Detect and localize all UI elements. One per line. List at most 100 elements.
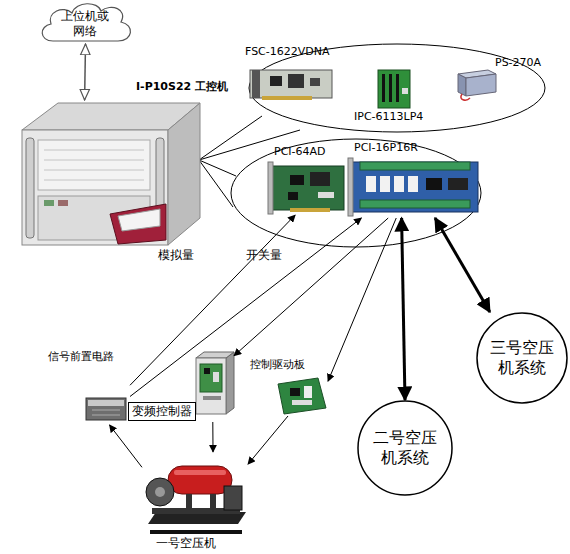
- digital-io-card: [380, 176, 390, 192]
- circle-outline: [358, 401, 452, 495]
- air-compressor: [155, 487, 165, 497]
- node-label: PCI-64AD: [274, 145, 326, 159]
- signal-label: 模拟量: [158, 248, 194, 262]
- power-supply: [461, 94, 470, 100]
- analog-input-card: [288, 192, 298, 200]
- node-label: 控制驱动板: [250, 358, 305, 372]
- driver-board: [278, 378, 326, 414]
- industrial-pc: [22, 103, 200, 245]
- callout-leader: [199, 116, 262, 160]
- digital-io-card: [366, 176, 376, 192]
- cpu-card: [262, 96, 312, 100]
- connector-group: [85, 44, 490, 467]
- component-node: 变频控制器: [128, 350, 234, 422]
- digital-io-card: [352, 162, 478, 212]
- node-label: PS-270A: [495, 56, 541, 70]
- backplane-board: [378, 70, 410, 108]
- signal-conditioning-module: [86, 398, 126, 420]
- industrial-pc: [44, 170, 144, 171]
- industrial-pc: [44, 150, 144, 151]
- circle-node: 二号空压 机系统: [357, 400, 453, 496]
- connector-arrow: [130, 215, 295, 385]
- air-compressor: [210, 494, 216, 508]
- digital-io-card: [360, 162, 470, 170]
- cpu-card: [310, 78, 320, 86]
- power-supply: [458, 70, 496, 100]
- signal-conditioning-module: [92, 410, 120, 411]
- node-label: 三号空压 机系统: [486, 338, 558, 378]
- node-label: 变频控制器: [128, 402, 196, 421]
- node-label: 二号空压 机系统: [369, 428, 441, 468]
- digital-io-card: [448, 178, 468, 190]
- callout-ellipse: [231, 139, 481, 247]
- cpu-card: [252, 70, 260, 98]
- node-label: FSC-1622VDNA: [245, 45, 330, 59]
- component-node: PCI-64AD: [268, 145, 348, 215]
- analog-input-card: [290, 208, 330, 212]
- cloud-node: 上位机或 网络: [38, 2, 133, 44]
- digital-io-card: [426, 178, 442, 190]
- circle-node: 三号空压 机系统: [476, 312, 568, 404]
- digital-io-card: [348, 158, 478, 216]
- air-compressor: [146, 478, 174, 506]
- callout-leader: [199, 160, 233, 207]
- driver-board: [278, 378, 326, 414]
- cpu-card: [270, 76, 282, 86]
- connector-arrow: [110, 425, 143, 467]
- circle-outline: [477, 313, 567, 403]
- driver-board: [304, 386, 312, 398]
- node-label: 上位机或 网络: [55, 9, 115, 39]
- connector-arrow: [234, 218, 388, 356]
- digital-io-card: [394, 176, 404, 192]
- component-node: IPC-6113LP4: [352, 66, 447, 126]
- industrial-pc: [38, 140, 150, 190]
- inverter-cabinet: [203, 396, 221, 400]
- digital-io-card: [360, 200, 470, 208]
- signal-label: 开关量: [246, 248, 282, 262]
- air-compressor: [224, 486, 242, 510]
- analog-input-card: [272, 166, 344, 210]
- component-node: I-P10S22 工控机: [18, 100, 203, 248]
- backplane-board: [402, 88, 408, 94]
- component-node: PCI-16P16R: [348, 141, 482, 218]
- air-compressor: [150, 530, 242, 534]
- inverter-cabinet: [196, 358, 226, 414]
- industrial-pc: [110, 204, 166, 244]
- cpu-card: [250, 70, 332, 100]
- power-supply: [466, 74, 496, 96]
- inverter-cabinet: [213, 372, 219, 382]
- analog-input-card: [318, 192, 334, 198]
- component-node: 控制驱动板: [248, 358, 328, 416]
- component-node: 信号前置电路: [48, 350, 130, 425]
- connector-arrow: [402, 218, 405, 400]
- component-node: PS-270A: [452, 56, 547, 98]
- industrial-pc: [44, 160, 144, 161]
- connector-arrow: [248, 416, 288, 464]
- component-node: FSC-1622VDNA: [243, 45, 338, 103]
- industrial-pc: [26, 138, 34, 238]
- industrial-pc: [22, 130, 168, 245]
- connector-arrow: [84, 44, 86, 100]
- inverter-cabinet: [196, 352, 234, 414]
- signal-conditioning-module: [86, 398, 126, 420]
- driver-board: [292, 400, 312, 405]
- cpu-card: [250, 70, 332, 98]
- node-label: PCI-16P16R: [354, 141, 418, 155]
- node-label: IPC-6113LP4: [354, 110, 423, 124]
- air-compressor: [168, 466, 232, 494]
- connector-arrow: [435, 218, 490, 312]
- industrial-pc: [44, 200, 54, 206]
- inverter-cabinet: [196, 352, 234, 358]
- air-compressor: [174, 470, 226, 475]
- cloud-outline: [42, 4, 130, 41]
- inverter-cabinet: [226, 352, 234, 414]
- digital-io-card: [348, 158, 353, 216]
- air-compressor: [146, 466, 246, 534]
- cpu-card: [288, 74, 304, 88]
- node-label: I-P10S22 工控机: [136, 80, 228, 94]
- connector-arrow: [212, 422, 213, 452]
